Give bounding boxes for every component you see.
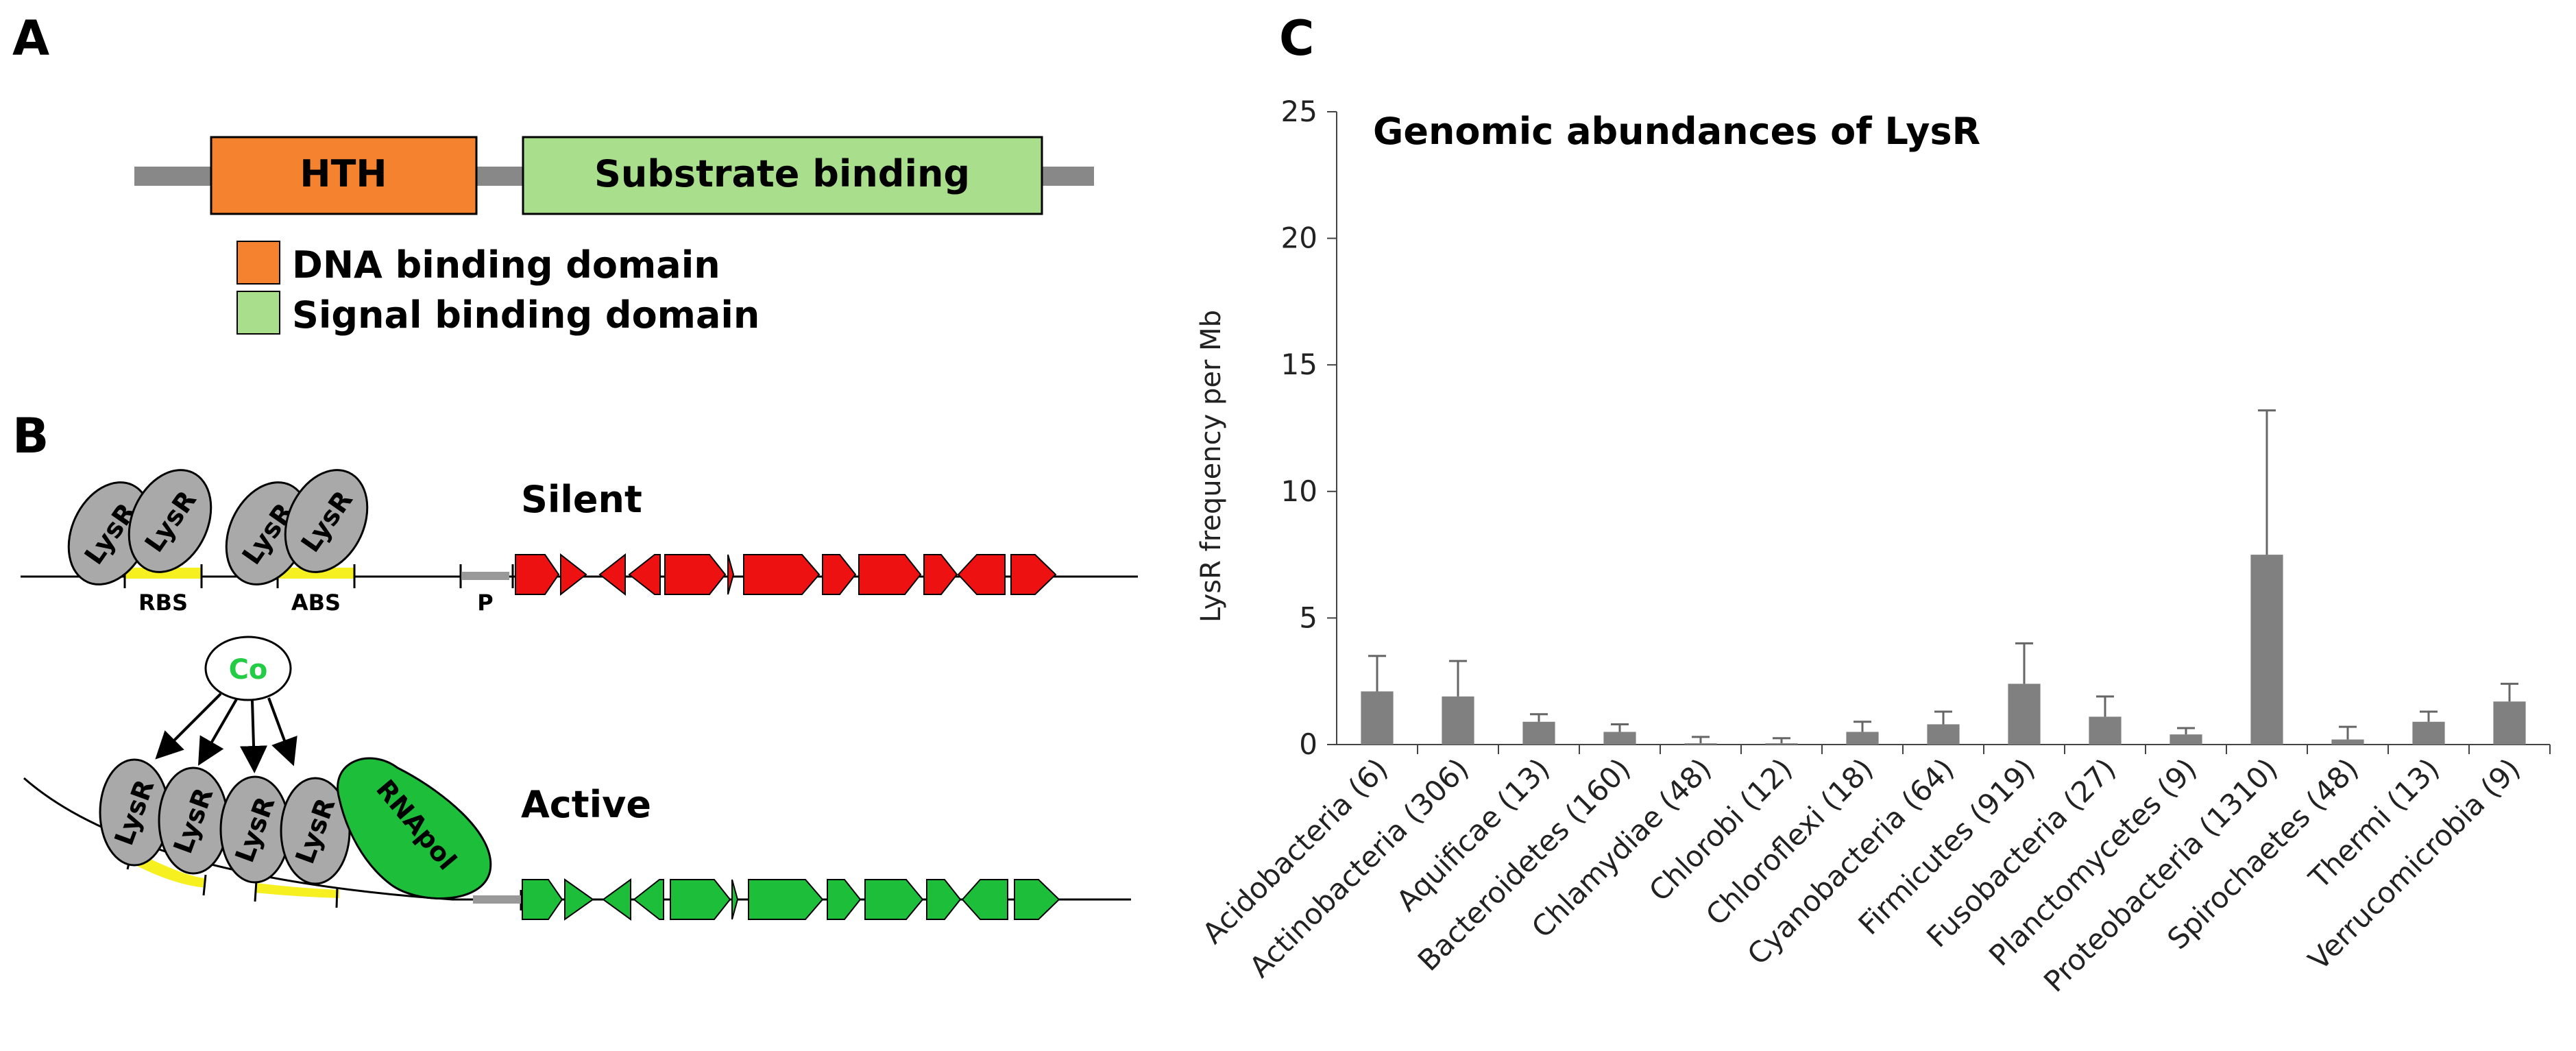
y-tick-label: 15 — [1281, 348, 1317, 381]
panel-a: A HTH Substrate binding DNA binding doma… — [12, 10, 1094, 337]
cobalt-label: Co — [229, 654, 268, 686]
chart-title: Genomic abundances of LysR — [1373, 110, 1980, 153]
hth-domain-label: HTH — [300, 152, 387, 195]
lysr-protein: LysR — [127, 469, 212, 573]
bar — [1603, 732, 1636, 745]
active-promoter — [473, 895, 521, 904]
substrate-domain-box — [522, 136, 1043, 215]
bar — [1522, 721, 1555, 745]
lysr-protein: LysR — [158, 766, 229, 875]
silent-label: Silent — [521, 478, 642, 521]
bars — [1361, 409, 2526, 745]
bar — [2331, 739, 2364, 745]
bar — [1684, 743, 1717, 745]
panel-c-letter: C — [1279, 10, 1314, 67]
promoter-label: P — [477, 590, 493, 616]
legend-label-dna: DNA binding domain — [292, 243, 720, 287]
y-tick-label: 10 — [1281, 474, 1317, 508]
y-tick-label: 5 — [1299, 601, 1317, 634]
y-tick-label: 20 — [1281, 221, 1317, 255]
cobalt-ellipse — [204, 636, 292, 701]
bar — [2493, 701, 2526, 745]
bar — [2008, 684, 2041, 745]
rbs-label: RBS — [138, 590, 188, 616]
bar — [1361, 691, 1394, 745]
cobalt-signal: Co — [155, 636, 297, 773]
rbs-site — [125, 568, 202, 579]
panel-b: B RBS ABS P — [12, 408, 1138, 921]
y-axis-title: LysR frequency per Mb — [1195, 310, 1227, 623]
bar — [1765, 743, 1798, 745]
lysr-protein: LysR — [99, 758, 170, 867]
substrate-domain-label: Substrate binding — [594, 152, 970, 195]
cobalt-arrows — [155, 692, 297, 773]
abs-label: ABS — [291, 590, 341, 616]
bar — [1442, 696, 1474, 745]
y-tick-label: 25 — [1281, 95, 1317, 128]
lysr-protein: LysR — [280, 777, 351, 885]
active-abs-site — [255, 883, 339, 898]
x-tick-label: Chlorobi (12) — [1642, 751, 1799, 908]
legend-swatch-dna — [236, 241, 280, 285]
panel-b-letter: B — [12, 408, 49, 464]
hth-domain-box — [210, 136, 478, 215]
y-tick-label: 0 — [1299, 727, 1317, 761]
rnapol: RNApol — [337, 757, 492, 899]
active-gene-cluster — [522, 878, 1060, 921]
legend-swatch-signal — [236, 291, 280, 335]
bar — [2412, 721, 2445, 745]
lysr-protein: LysR — [219, 775, 291, 884]
legend-label-signal: Signal binding domain — [292, 293, 760, 337]
bar — [2170, 734, 2202, 745]
active-lysr-tetramer: LysR LysR LysR LysR — [99, 758, 351, 885]
lysr-protein: LysR — [284, 469, 369, 573]
silent-operon: RBS ABS P LysR — [21, 469, 1138, 616]
y-ticks: 0 5 10 15 20 25 — [1281, 95, 1337, 761]
active-label: Active — [521, 783, 651, 826]
silent-lysr-tetramer: LysR LysR LysR LysR — [67, 469, 369, 585]
active-operon: LysR LysR LysR LysR RNApol — [23, 757, 1131, 921]
panel-c: C Genomic abundances of LysR LysR freque… — [1195, 10, 2551, 998]
lysr-abundance-chart: Genomic abundances of LysR LysR frequenc… — [1195, 95, 2551, 998]
rnapol-shape — [337, 757, 492, 899]
panel-a-letter: A — [12, 10, 49, 67]
x-tick-labels: Acidobacteria (6)Actinobacteria (306)Aqu… — [1196, 745, 2551, 998]
bar — [1846, 732, 1879, 745]
bar — [2250, 555, 2283, 745]
silent-promoter — [461, 572, 509, 580]
bar — [1927, 724, 1960, 745]
silent-gene-cluster — [515, 553, 1057, 596]
bar — [2089, 716, 2122, 745]
